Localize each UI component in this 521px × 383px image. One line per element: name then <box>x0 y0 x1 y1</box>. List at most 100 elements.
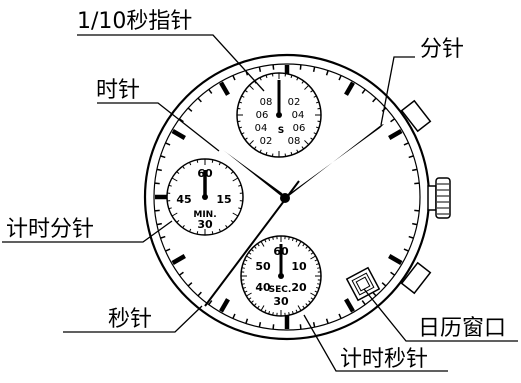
tenth-unit: S <box>278 126 284 136</box>
subdial-tick <box>241 95 245 98</box>
min-num-45: 45 <box>176 193 191 206</box>
minute-tick <box>165 248 171 252</box>
minute-tick <box>414 209 420 212</box>
subdial-tick <box>264 309 267 313</box>
hour-marker <box>219 81 230 96</box>
subdial-tick <box>297 241 302 247</box>
tenth-num-left-3: 04 <box>255 123 268 134</box>
minute-tick <box>390 118 396 123</box>
subdial-tick <box>314 259 318 262</box>
subdial-tick <box>244 259 248 262</box>
subdial-tick <box>260 305 265 311</box>
subdial-tick <box>241 132 245 135</box>
minute-tick <box>299 64 302 70</box>
subdial-tick <box>265 151 268 156</box>
sec-num-50: 50 <box>255 260 271 273</box>
subdial-tick <box>244 89 248 93</box>
subdial-tick <box>313 132 317 135</box>
subdial-tick <box>310 252 314 255</box>
subdial-tick <box>230 171 234 174</box>
minute-tick <box>361 300 366 306</box>
minute-tick <box>156 222 162 226</box>
minute-tick <box>390 271 396 276</box>
subdial-tick <box>272 312 274 316</box>
subdial-tick <box>253 303 257 307</box>
minute-tick <box>325 70 329 76</box>
subdial-tick <box>248 297 252 300</box>
subdial-tick <box>317 283 321 285</box>
hour-markers <box>154 64 420 330</box>
tenth-num-right-1: 02 <box>288 97 301 108</box>
subdial-tick <box>295 309 298 313</box>
subdial-tick <box>288 312 290 316</box>
subdial-tick <box>290 151 293 156</box>
minute-tick <box>299 324 302 330</box>
subdial-tick <box>171 212 178 217</box>
subdial-tick <box>296 77 299 81</box>
subdial-tick <box>182 225 185 229</box>
pusher-top <box>400 99 432 133</box>
subdial-tick <box>301 80 305 84</box>
subdial-tick <box>301 146 305 150</box>
minute-tick <box>325 318 329 324</box>
minute-tick <box>372 97 377 103</box>
subdial-tick <box>265 74 268 79</box>
tenth-num-left-1: 08 <box>260 97 273 108</box>
minute-tick <box>160 155 166 159</box>
minute-tick <box>312 322 316 328</box>
subdial-tick <box>305 245 309 249</box>
subdial-tick <box>302 305 305 309</box>
label-chrono-second-hand: 计时秒针 <box>340 347 428 372</box>
subdial-tick <box>264 239 267 243</box>
subdial-tick <box>260 241 265 247</box>
subdial-tick <box>268 237 271 241</box>
minute-tick <box>154 209 160 212</box>
subdial-tick <box>189 228 192 232</box>
subdial-tick <box>225 225 228 229</box>
minute-tick <box>232 75 236 81</box>
center-pin <box>280 193 290 203</box>
subdial-tick <box>189 162 192 166</box>
subdial-tick <box>211 231 214 235</box>
tenth-num-right-3: 06 <box>293 123 306 134</box>
subdial-tenth: 08 06 04 02 02 04 06 08 S <box>236 72 322 158</box>
subdial-tick <box>171 177 178 182</box>
subdial-tick <box>211 159 214 163</box>
subdial-tick <box>168 184 172 187</box>
hour-marker <box>344 298 355 313</box>
minute-tick <box>245 318 249 324</box>
subdial-seconds: 60 10 20 30 40 50 SEC. <box>240 235 322 317</box>
minute-hand <box>282 124 384 199</box>
hour-marker <box>388 254 403 265</box>
subdial-tick <box>238 184 242 187</box>
minute-tick <box>156 168 162 172</box>
minute-tick <box>154 182 160 185</box>
hour-marker <box>219 298 230 313</box>
subdial-tick <box>238 101 243 104</box>
subdial-tick <box>272 236 274 240</box>
subdial-tick <box>250 248 254 252</box>
subdial-tick <box>241 283 245 285</box>
min-num-30: 30 <box>197 218 213 231</box>
minute-tick <box>208 300 213 306</box>
label-chrono-minute-hand: 计时分针 <box>6 217 94 242</box>
minute-tick <box>338 75 342 81</box>
minute-tick <box>232 313 236 319</box>
subdial-tick <box>313 95 317 98</box>
second-hand <box>204 196 288 307</box>
subdial-tick <box>218 162 221 166</box>
subdial-tick <box>168 207 172 210</box>
minute-tick <box>187 107 193 112</box>
minute-tick <box>403 142 409 146</box>
leader-lines <box>2 34 518 372</box>
sec-unit: SEC. <box>269 285 292 295</box>
subdial-tick <box>317 267 321 269</box>
subdial-tick <box>257 305 260 309</box>
subdial-tick <box>296 149 299 153</box>
subdial-tick <box>241 267 245 269</box>
subdial-tick <box>290 74 293 79</box>
label-date-window: 日历窗口 <box>418 316 506 341</box>
tenth-num-right-2: 04 <box>292 110 305 121</box>
subdial-tick <box>250 300 254 304</box>
